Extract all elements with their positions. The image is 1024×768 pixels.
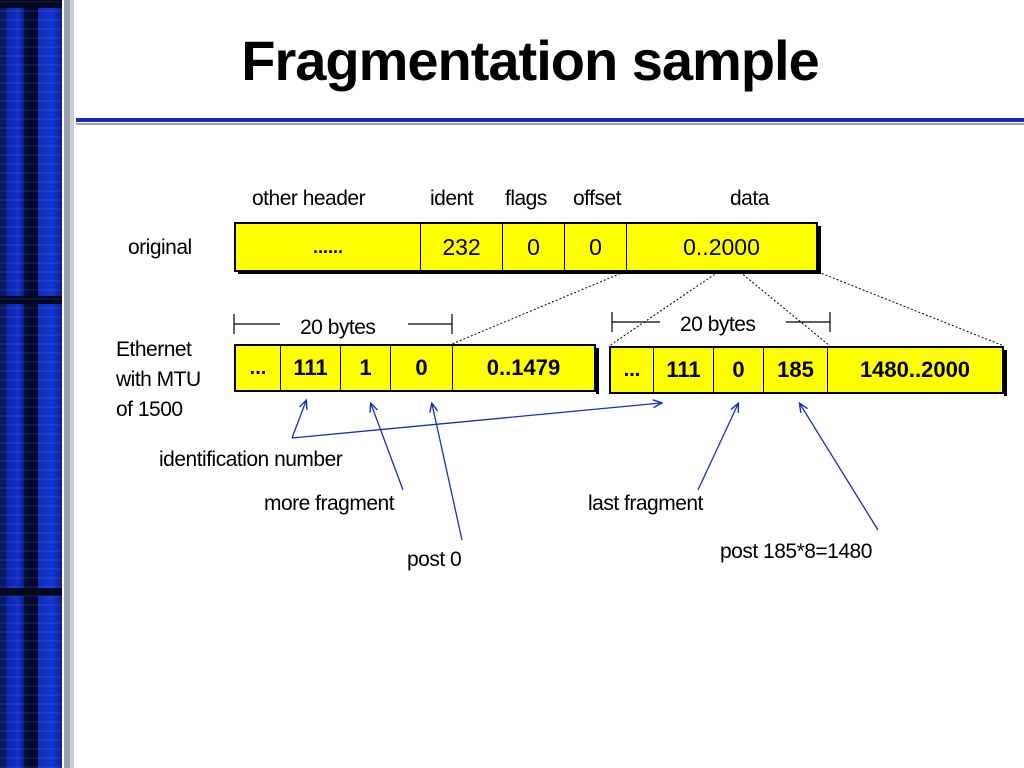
- label-original: original: [128, 236, 192, 259]
- label-flags: flags: [505, 187, 547, 210]
- packet-shadow: [818, 226, 821, 274]
- fragment1-flags-field: 1: [340, 346, 390, 390]
- slide-title: Fragmentation sample: [241, 29, 819, 92]
- fragment1-other-field: ...: [249, 356, 267, 379]
- sidebar-decoration: [0, 0, 62, 768]
- original-data-field: 0..2000: [626, 224, 816, 270]
- title-rule-shadow: [76, 123, 1024, 125]
- expansion-lines: [451, 271, 1005, 347]
- label-other-header: other header: [252, 187, 366, 210]
- label-post-0: post 0: [407, 548, 462, 571]
- label-offset: offset: [573, 187, 621, 210]
- original-other-field: ......: [312, 236, 343, 257]
- ethernet-label-line2: with MTU: [116, 368, 201, 391]
- fragment1-packet: ... 111 1 0 0..1479: [234, 344, 596, 392]
- fragment1-bytes-label: 20 bytes: [300, 316, 376, 339]
- original-packet: ...... 232 0 0 0..2000: [234, 222, 818, 272]
- original-ident-field: 232: [420, 224, 502, 270]
- label-identification-number: identification number: [159, 448, 343, 471]
- fragment1-offset-field: 0: [390, 346, 452, 390]
- label-data: data: [730, 187, 769, 210]
- fragment2-flags-field: 0: [713, 348, 763, 392]
- fragment1-ident-field: 111: [280, 346, 340, 390]
- label-ident: ident: [430, 187, 474, 210]
- title-rule: [76, 118, 1024, 122]
- fragment2-ident-field: 111: [653, 348, 713, 392]
- fragment1-data-field: 0..1479: [452, 346, 594, 390]
- annotation-arrows: [291, 401, 879, 541]
- label-post-185: post 185*8=1480: [720, 540, 872, 563]
- fragment2-offset-field: 185: [763, 348, 827, 392]
- fragment2-shadow: [1004, 350, 1007, 396]
- fragment2-bytes-label: 20 bytes: [680, 313, 756, 336]
- fragment2-other-field: ...: [623, 358, 641, 381]
- ethernet-label-line3: of 1500: [116, 398, 183, 421]
- bytes-dimension-markers: [233, 312, 831, 334]
- sidebar-rail: [64, 0, 70, 768]
- original-offset-field: 0: [564, 224, 626, 270]
- original-flags-field: 0: [502, 224, 564, 270]
- ethernet-label-line1: Ethernet: [116, 338, 192, 361]
- fragment2-data-field: 1480..2000: [827, 348, 1002, 392]
- fragment1-shadow: [596, 348, 599, 394]
- fragment2-packet: ... 111 0 185 1480..2000: [609, 346, 1004, 394]
- label-last-fragment: last fragment: [588, 492, 703, 515]
- packet-shadow-bottom: [238, 271, 821, 274]
- sidebar-rail-light: [70, 0, 74, 768]
- label-more-fragment: more fragment: [264, 492, 395, 515]
